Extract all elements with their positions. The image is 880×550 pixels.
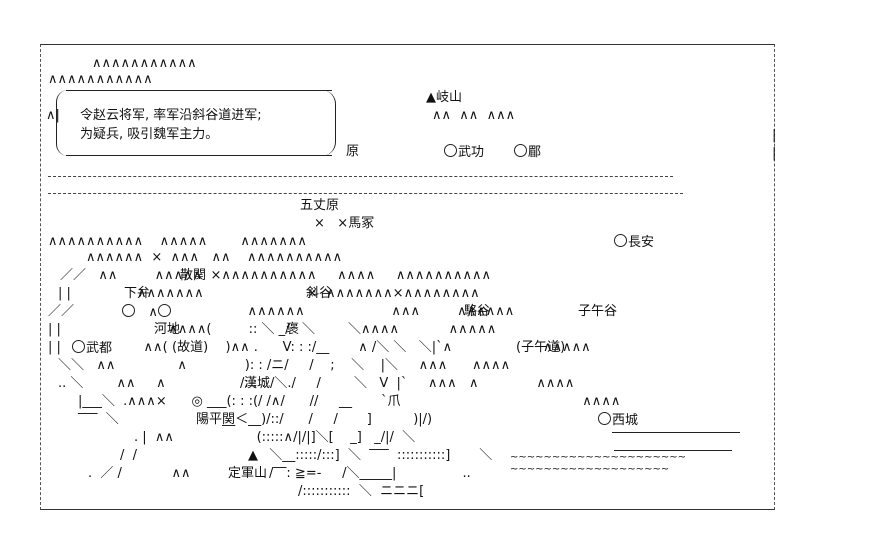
place-xiegu: 斜谷 — [306, 286, 333, 301]
peak-triangle-icon: ▲ — [426, 90, 436, 105]
mountain-art: . ／ / ∧∧ /‾‾: ≧=‐ /＼_____| .. — [88, 466, 471, 481]
mountain-art: ／／ ∧∧∧∧∧∧ ∧∧∧ ∧∧∧∧∧∧ — [48, 304, 515, 319]
place-sanguan: 散関 — [180, 268, 207, 283]
mountain-art: |___＼ .∧∧∧× ◎ ___(: : :(/ /∧/ // __ `爪 ∧… — [78, 394, 621, 409]
place-qishan: ▲岐山 — [426, 90, 462, 106]
place-label: 西城 — [612, 413, 639, 428]
speech-bubble-right-edge — [318, 90, 336, 156]
place-wugong: 武功 — [444, 144, 484, 161]
city-circle-icon — [122, 304, 135, 317]
narration-line-1: 令赵云将军, 率军沿斜谷道进军; — [80, 108, 262, 123]
city-circle-icon — [614, 234, 627, 247]
river-wave: ~~~~~~~~~~~~~~~~~~~ — [510, 464, 670, 475]
mountain-art: ∧ — [148, 305, 158, 320]
cross-marker-icon: × — [314, 216, 338, 231]
city-circle-icon — [598, 412, 611, 425]
place-dingjunshan: 定軍山 — [228, 466, 268, 481]
mountain-art: ∧∧ ∧∧ ∧∧∧ — [432, 108, 516, 123]
place-label: 岐山 — [436, 90, 463, 105]
place-wuzhangyuan: 五丈原 — [300, 198, 340, 213]
city-circle-icon — [444, 144, 457, 157]
place-label: 武都 — [86, 341, 113, 356]
river-wave: ~~~~~~~~~~~~~~~~~~~~~ — [510, 452, 686, 463]
mountain-art: | | ∧∧∧∧( :: ＼ _/ ＼ ＼∧∧∧∧ ∧∧∧∧∧ — [48, 322, 497, 337]
mountain-art: /::::::::::: ＼ ニニニ[ — [298, 484, 425, 499]
border-tick: | — [772, 146, 777, 161]
place-label: 郿 — [528, 145, 542, 160]
place-ziwudao: (子午道) — [516, 340, 566, 355]
narration-line-2: 为疑兵, 吸引魏军主力。 — [80, 127, 219, 142]
mountain-art: ∧∧∧∧∧∧∧∧∧∧∧ — [48, 72, 153, 87]
place-label: 武功 — [458, 145, 485, 160]
place-xiabian: 下弁 — [124, 286, 151, 301]
place-ziwugu: 子午谷 — [578, 304, 618, 319]
place-gudao: (故道) — [172, 340, 209, 355]
cities-xiabian-area: ∧ — [122, 304, 172, 321]
city-circle-icon — [72, 340, 85, 353]
place-mei: 郿 — [514, 144, 541, 161]
speech-bubble — [66, 90, 332, 156]
mountain-art: ∧∧∧∧∧∧∧∧∧∧∧ — [92, 56, 197, 71]
river-line — [614, 450, 732, 451]
city-circle-icon — [514, 144, 527, 157]
place-luogu: 駱谷 — [464, 304, 491, 319]
mountain-art: | | ∧∧( )∧∧ . V: : :/__ ∧ /＼ ＼ ＼|`∧ ∧∧∧∧… — [48, 340, 591, 355]
narration-text: 令赵云将军, 率军沿斜谷道进军; 为疑兵, 吸引魏军主力。 — [80, 106, 262, 144]
mountain-art: ‾‾‾ ＼ __＜__)/::/ / / ] )|/) — [78, 412, 433, 427]
river-line — [612, 432, 740, 433]
mountain-art: ∧| — [46, 108, 60, 123]
place-xicheng: 西城 — [598, 412, 638, 429]
place-yangpingguan: 陽平関 — [196, 412, 236, 427]
place-hancheng: 漢城 — [244, 376, 271, 391]
mountain-art: ＼＼ ∧∧ ∧ ): : /ニ/ / ; ＼ |＼ ∧∧∧ ∧∧∧∧ — [58, 358, 511, 373]
mountain-art: / / ＼__:::::/:::] ＼ ‾‾‾ :::::::::::] ＼ — [120, 448, 493, 463]
place-yuan: 原 — [346, 144, 360, 159]
divider-line-1 — [48, 176, 673, 177]
place-wudu: 武都 — [72, 340, 112, 357]
place-hedi: 河地 — [154, 322, 181, 337]
place-label: ×馬冢 — [337, 216, 375, 231]
mountain-art: .. ＼ ∧∧ ∧ /: : : /＼./ / ＼ V |` ∧∧∧ ∧ ∧∧∧… — [58, 376, 575, 391]
place-label: 長安 — [628, 235, 655, 250]
place-majia: × ×馬冢 — [314, 216, 374, 232]
mountain-art: ∧∧∧∧∧∧ × ∧∧∧ ∧∧ ∧∧∧∧∧∧∧∧∧∧ — [86, 250, 343, 265]
peak-triangle-icon: ▲ — [248, 448, 258, 463]
speech-bubble-left-edge — [56, 90, 70, 156]
mountain-art: ／／ ∧∧ ∧∧∧∧∧ ×∧∧∧∧∧∧∧∧∧∧ ∧∧∧∧ ∧∧∧∧∧∧∧∧∧∧ — [60, 268, 492, 283]
mountain-art: | | ∧∧∧∧∧∧∧ × ∧∧∧∧∧∧∧×∧∧∧∧∧∧∧∧ — [58, 286, 480, 301]
city-circle-icon — [157, 304, 171, 317]
place-changan: 長安 — [614, 234, 654, 251]
mountain-art: ∧∧∧∧∧∧∧∧∧∧ ∧∧∧∧∧ ∧∧∧∧∧∧∧ — [48, 234, 307, 249]
place-baogu: 褒 — [286, 322, 300, 337]
divider-line-2 — [48, 193, 683, 194]
map-frame — [40, 44, 775, 510]
border-tick: | — [772, 128, 777, 143]
mountain-art: . | ∧∧ (:::::∧/|/|]＼[ _] _/|/ ＼ — [134, 430, 416, 445]
